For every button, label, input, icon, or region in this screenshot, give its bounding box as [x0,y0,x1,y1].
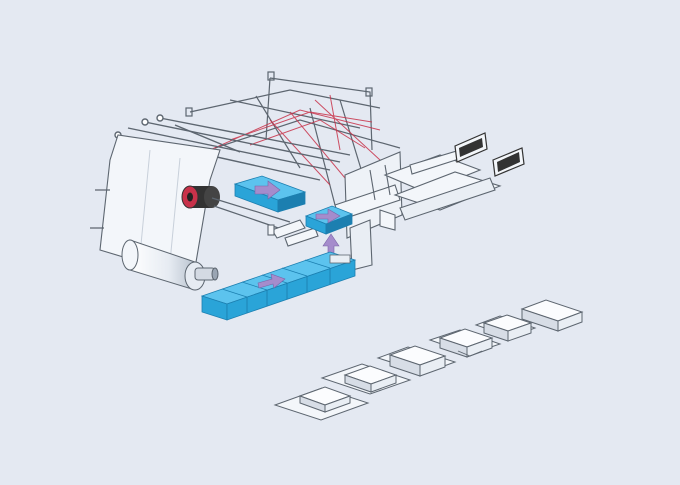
control-display-1 [454,132,488,163]
film-web [90,134,221,269]
film-roll [121,239,219,291]
wrap-step-2 [320,363,412,395]
folding-frame [185,71,401,216]
control-display-2 [492,147,525,177]
arrow-icon [257,273,286,289]
arrow-icon [315,208,341,224]
wrap-step-5 [474,314,537,342]
arrow-icon [254,180,281,200]
wrap-step-3 [376,345,457,377]
wrap-step-6 [520,299,584,332]
discharge-section [379,149,502,231]
film-threading-lines [209,94,381,191]
product-row [200,251,357,321]
reel-icon [181,185,291,233]
wrap-step-1 [273,386,370,421]
guide-rods [114,114,351,181]
wrap-step-4 [428,328,502,358]
